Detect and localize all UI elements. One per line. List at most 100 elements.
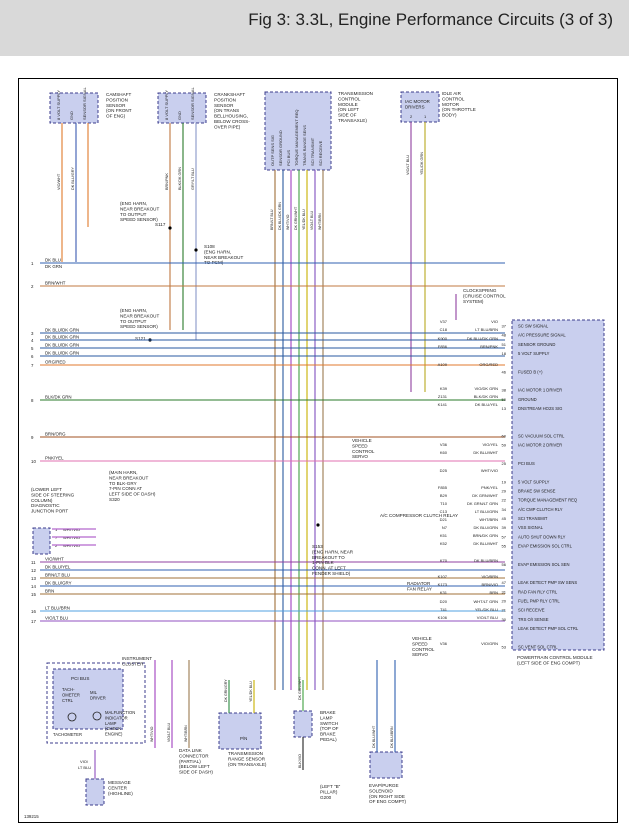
cluster-name-label: CLUSTER (122, 661, 144, 666)
trs-label: TRANSMISSION (228, 751, 263, 756)
crankshaft-sensor-label: BELOW CROSS- (214, 119, 250, 124)
splice-s153-label: 1-PIN BLK (312, 560, 335, 565)
pcm-wire-color: DK BLU/WHT (473, 541, 498, 546)
wire-color-label: BRN/PNK (165, 173, 169, 190)
crankshaft-sensor-box (157, 92, 207, 124)
pcm-pin-number: 39 (502, 525, 507, 530)
row-wire-label: DK BLU/DK GRN (45, 328, 79, 333)
row-wire-label: DK BLU/GRY (45, 581, 72, 586)
tcm-box (264, 91, 332, 171)
wire-color-label: WHT/VIO (150, 726, 154, 742)
iac-label: BODY) (442, 113, 457, 118)
pcm-wire-code: T41 (440, 607, 448, 612)
trs-pn-label: P/N (240, 736, 247, 741)
row-number: 8 (31, 398, 34, 403)
dlc-label: DATA LINK (179, 748, 203, 753)
pcm-wire-code: K900 (438, 336, 448, 341)
iac-box (400, 91, 440, 123)
wire-color-label: YEL/DK BLU (302, 209, 306, 230)
brake-switch-label: BRAKE (320, 732, 336, 737)
pcm-pin-label: EVAP EMISSION SOL CTRL (518, 544, 573, 549)
camshaft-sensor-label: CAMSHAFT (106, 92, 131, 97)
pcm-wire-color: DK BLU/BRN (474, 558, 498, 563)
splice-s153-label: (ENG HARN, NEAR (312, 549, 354, 554)
pcm-pin-number: 55 (502, 544, 507, 549)
pcm-wire-color: BRN (490, 590, 499, 595)
wire-color-label: BLK/VIO (298, 754, 302, 768)
wire-color-label: DK BLU/GRY (71, 167, 75, 190)
pcm-pin-number: 47 (502, 580, 507, 585)
iac-label: IDLE AIR (442, 91, 462, 96)
wire-color-label: VIO/ (80, 759, 89, 764)
pcm-pin-label: 5 VOLT SUPPLY (518, 479, 550, 484)
row-wire-label: BLK/DK GRN (45, 395, 72, 400)
g200-label: PILLAR) (320, 789, 338, 794)
tachometer-label: TACHOMETER (53, 732, 82, 737)
pcm-caption: (LEFT SIDE OF ENG COMPT) (517, 660, 580, 665)
dlc-label: SIDE OF DASH) (179, 770, 213, 775)
pcm-wire-code: K70 (440, 558, 448, 563)
wire-color-label: BLK/DK GRN (178, 167, 182, 190)
pcm-pin-label: RAD FAN RLY CTRL (518, 589, 558, 594)
evap-solenoid-box (369, 751, 403, 779)
pcm-wire-color: WHT/VIO (481, 468, 498, 473)
crankshaft-sensor-label: (ON TRANS (214, 108, 239, 113)
wire-color-label: VIO/WHT (57, 173, 61, 190)
iac-label: (ON THROTTLE (442, 107, 476, 112)
tcm-pin-label: TORQUE MANAGEMENT REQ (294, 109, 299, 166)
junction-port-label: (LOWER LEFT (31, 487, 62, 492)
crankshaft-sensor-label: CRANKSHAFT (214, 92, 245, 97)
pcm-wire-color: LT BLU/GRN (475, 509, 498, 514)
message-center-label: (HIGHLINE) (108, 791, 133, 796)
row-wire-label: BRN/LT BLU (45, 573, 70, 578)
evap-solenoid-label: SOLENOID (369, 788, 393, 793)
brake-switch-label: BRAKE (320, 710, 336, 715)
splice-s153-label: BREAKOUT TO (312, 555, 345, 560)
wire-color-label: DK BLU/WHT (372, 725, 376, 748)
pcm-pin-number: 53 (502, 644, 507, 649)
pcm-pin-label: A/C CMP CLUTCH RLY (518, 507, 563, 512)
pcm-pin-label: PCI BUS (518, 461, 535, 466)
pcm-wire-code: T10 (440, 501, 448, 506)
pcm-pin-number: 46 (502, 369, 507, 374)
pcm-pin-number: 50 (502, 397, 507, 402)
pcm-pin-label: SENSOR GROUND (518, 342, 555, 347)
pcm-wire-color: WHT/LT GRN (473, 599, 498, 604)
main-harness-label: NEAR BREAKOUT (109, 475, 149, 480)
pcm-pin-number: 37 (502, 324, 507, 329)
cluster-tach-label: TACH- (62, 687, 75, 692)
pcm-wire-code: V37 (440, 319, 448, 324)
splice-dot (316, 523, 320, 527)
brake-switch-label: (TOP OF (320, 726, 339, 731)
pcm-pin-number: 57 (502, 534, 507, 539)
cluster-pci-label: PCI BUS (71, 676, 89, 681)
pcm-wire-code: K173 (438, 582, 448, 587)
pcm-pin-number: 34 (502, 507, 507, 512)
pcm-pin-label: FUEL PMP RLY CTRL (518, 599, 560, 604)
row-number: 7 (31, 363, 34, 368)
pcm-wire-code: N7 (442, 525, 448, 530)
row-wire-label: BRN/WHT (45, 281, 66, 286)
pcm-wire-color: VIO/GRN (481, 641, 498, 646)
message-center-label: CENTER (108, 785, 128, 790)
crankshaft-pin-label: 8 VOLT SUPPLY (164, 90, 169, 120)
pcm-pin-number: 18 (502, 351, 507, 356)
pcm-pin-number: 48 (502, 333, 507, 338)
pcm-wire-color: DK BLU/WHT (473, 450, 498, 455)
junction-port-label: SIDE OF STEERING (31, 492, 75, 497)
pcm-pin-label: SCI RECEIVE (518, 608, 545, 613)
crankshaft-pin-label: GND (177, 111, 182, 120)
tcm-label: MODULE (338, 102, 358, 107)
pcm-wire-code: B29 (440, 493, 448, 498)
splice-s153-label: FENDER SHIELD) (312, 571, 351, 576)
junction-port-box (32, 527, 51, 555)
ac-relay-label: A/C COMPRESSOR CLUTCH RELAY (380, 513, 458, 518)
iac-box-label: IAC MOTOR (405, 99, 430, 104)
splice-s108-label: S108 (204, 244, 215, 249)
pcm-wire-color: ORG/RED (479, 362, 498, 367)
pcm-pin-number: 29 (502, 489, 507, 494)
row-wire-label: VIO/LT BLU (45, 616, 68, 621)
junction-port-label: JUNCTION PORT (31, 509, 68, 514)
header-bar: Fig 3: 3.3L, Engine Performance Circuits… (0, 0, 629, 56)
pcm-wire-color: DK BLU/DK GRN (467, 336, 498, 341)
